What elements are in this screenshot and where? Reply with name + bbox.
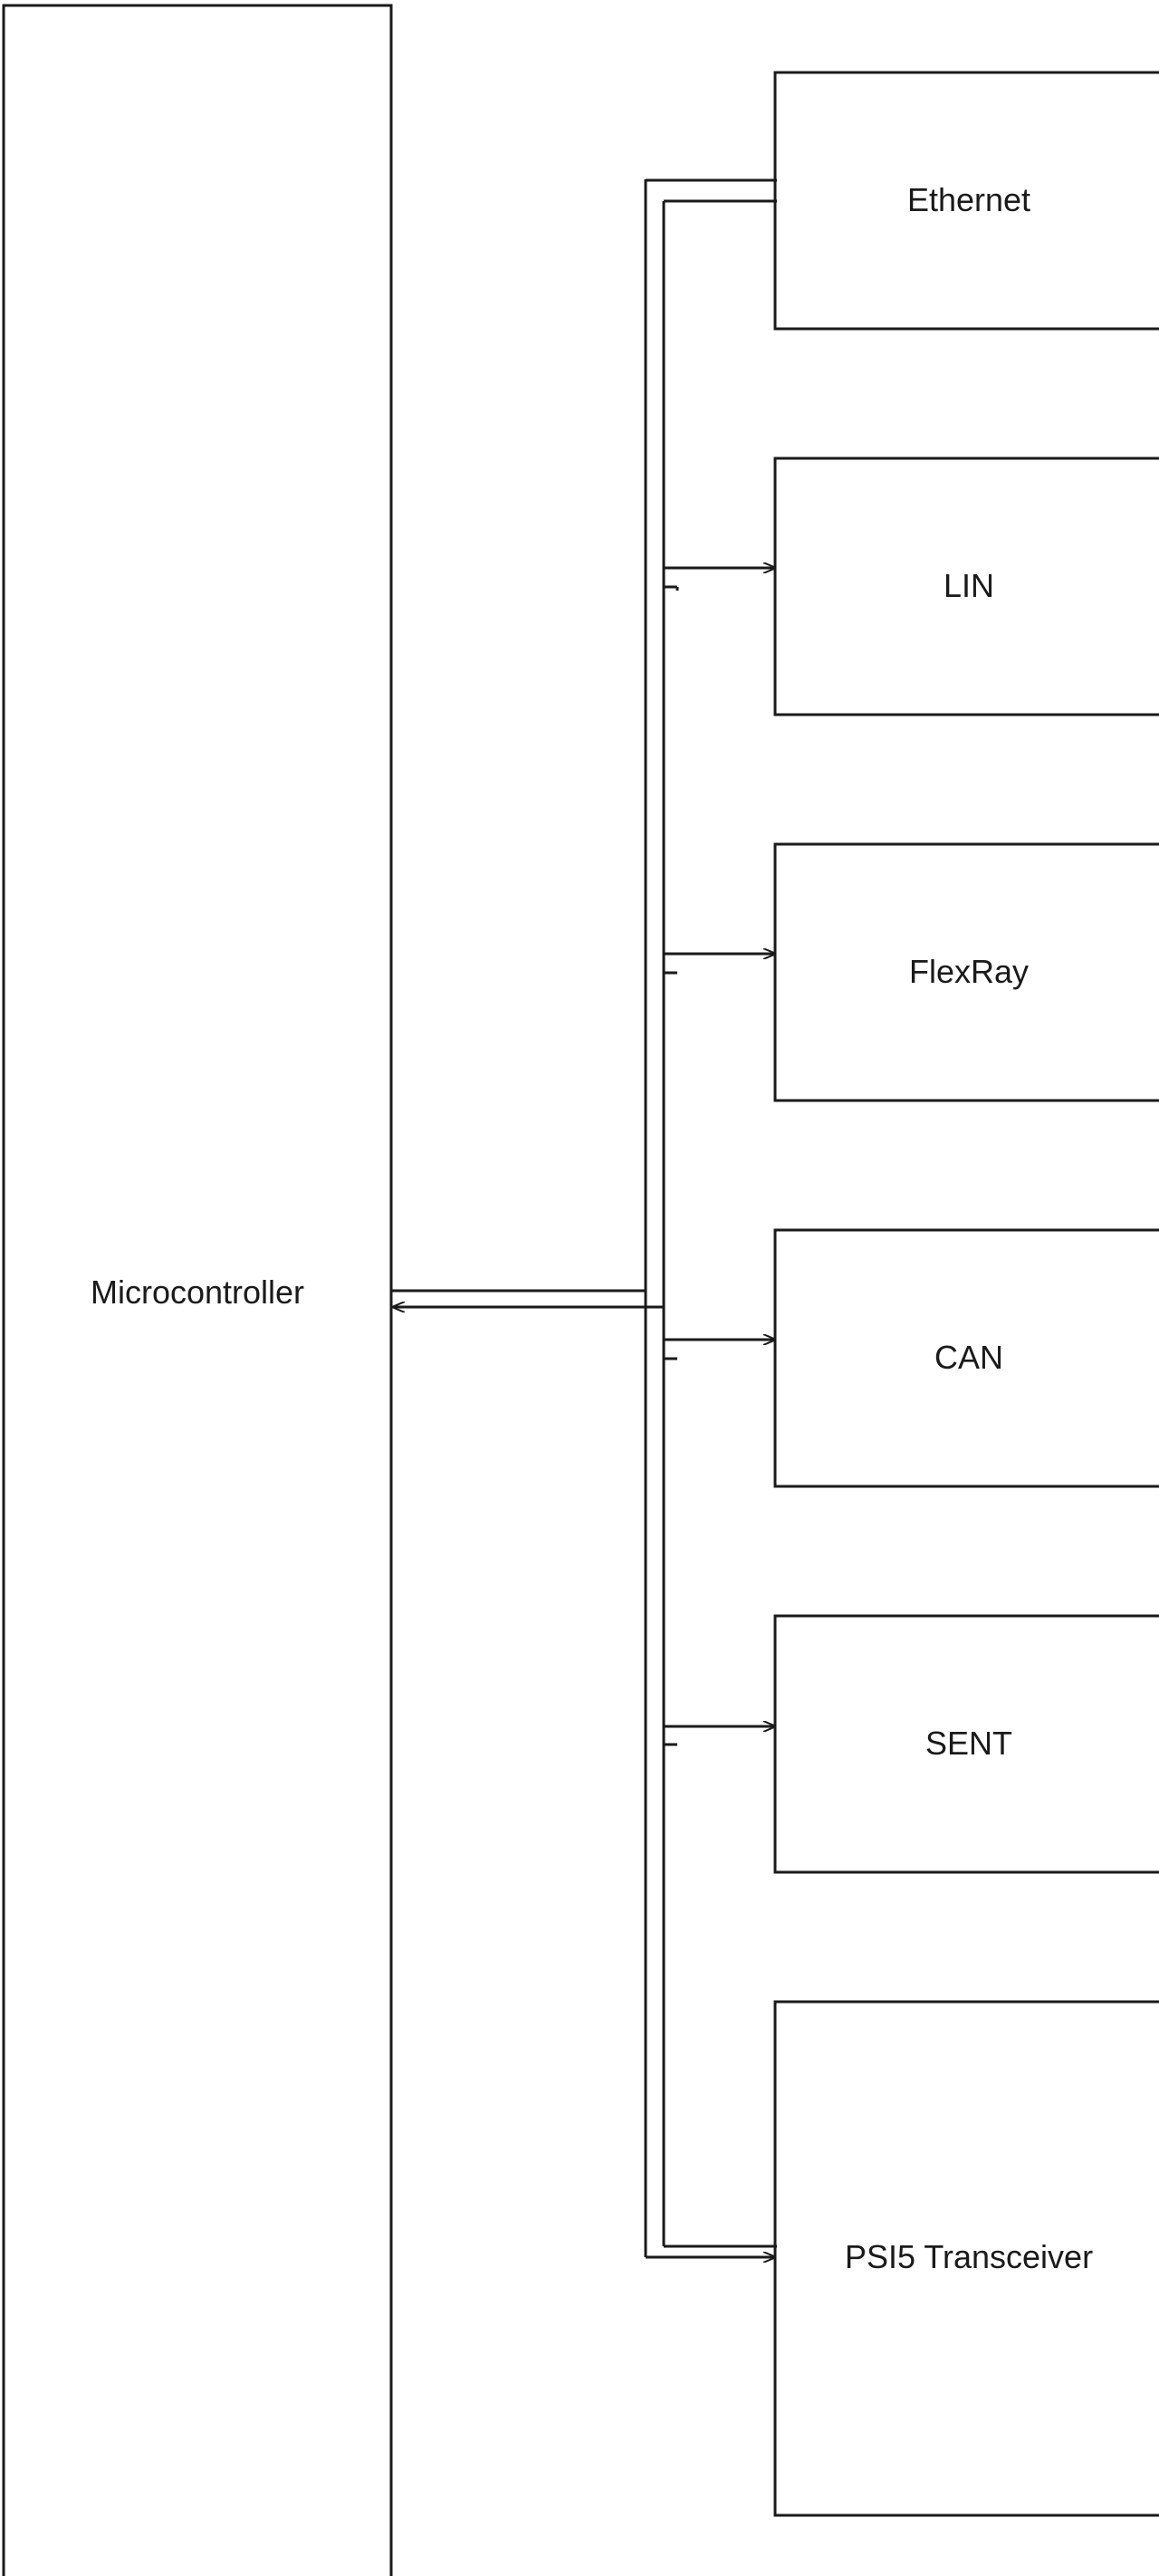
ethernet-label: Ethernet xyxy=(907,181,1030,218)
sent-block: SENT xyxy=(773,1614,1159,1874)
lin-block: LIN xyxy=(773,457,1159,716)
psi5-transceiver-label: PSI5 Transceiver xyxy=(845,2238,1093,2275)
flexray-block: FlexRay xyxy=(773,842,1159,1102)
microcontroller-block xyxy=(2,4,393,2576)
can-label: CAN xyxy=(934,1339,1003,1376)
flexray-label: FlexRay xyxy=(909,953,1029,990)
can-block: CAN xyxy=(773,1228,1159,1488)
sent-label: SENT xyxy=(925,1725,1012,1762)
connector-lines xyxy=(391,178,777,2257)
microcontroller-label: Microcontroller xyxy=(91,1274,304,1311)
psi5-transceiver-block: PSI5 Transceiver xyxy=(773,2000,1159,2517)
interface-blocks: Ethernet LIN FlexRay CAN SENT PSI5 Trans… xyxy=(773,71,1159,2517)
ethernet-block: Ethernet xyxy=(773,71,1159,331)
lin-label: LIN xyxy=(943,567,994,604)
